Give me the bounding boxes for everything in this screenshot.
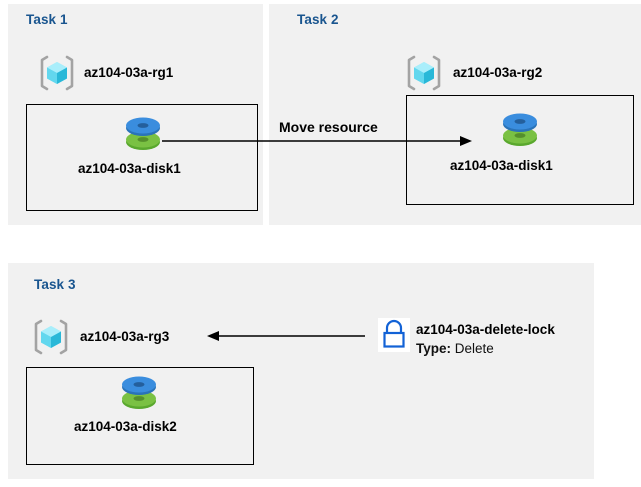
lock-connector — [205, 325, 365, 347]
lock-type-label: Type: Delete — [416, 341, 494, 356]
lock-name-label: az104-03a-delete-lock — [416, 322, 555, 337]
task-3-title: Task 3 — [34, 277, 76, 292]
lock-type-key: Type: — [416, 341, 452, 356]
lock-icon — [378, 318, 410, 352]
task-1-disk-label: az104-03a-disk1 — [78, 161, 181, 176]
task-1-inner-box — [26, 104, 258, 211]
managed-disk-icon — [118, 373, 160, 413]
managed-disk-icon — [499, 110, 541, 150]
move-resource-connector — [162, 130, 474, 152]
task-2-title: Task 2 — [297, 12, 339, 27]
task-2-inner-box — [406, 95, 634, 205]
managed-disk-icon — [122, 114, 164, 154]
task-1-title: Task 1 — [26, 12, 68, 27]
move-resource-label: Move resource — [279, 119, 378, 135]
resource-group-icon — [32, 318, 70, 356]
task-2-resource-group-label: az104-03a-rg2 — [453, 65, 543, 80]
resource-group-icon — [405, 54, 443, 92]
task-2-panel — [269, 4, 641, 225]
task-3-resource-group-label: az104-03a-rg3 — [80, 329, 170, 344]
task-3-inner-box — [26, 367, 254, 465]
task-1-panel — [8, 4, 263, 225]
task-3-disk-label: az104-03a-disk2 — [74, 419, 177, 434]
task-3-panel — [8, 263, 594, 479]
task-1-resource-group-label: az104-03a-rg1 — [84, 65, 174, 80]
task-2-disk-label: az104-03a-disk1 — [450, 158, 553, 173]
resource-group-icon — [38, 54, 76, 92]
lock-type-value: Delete — [454, 341, 494, 356]
